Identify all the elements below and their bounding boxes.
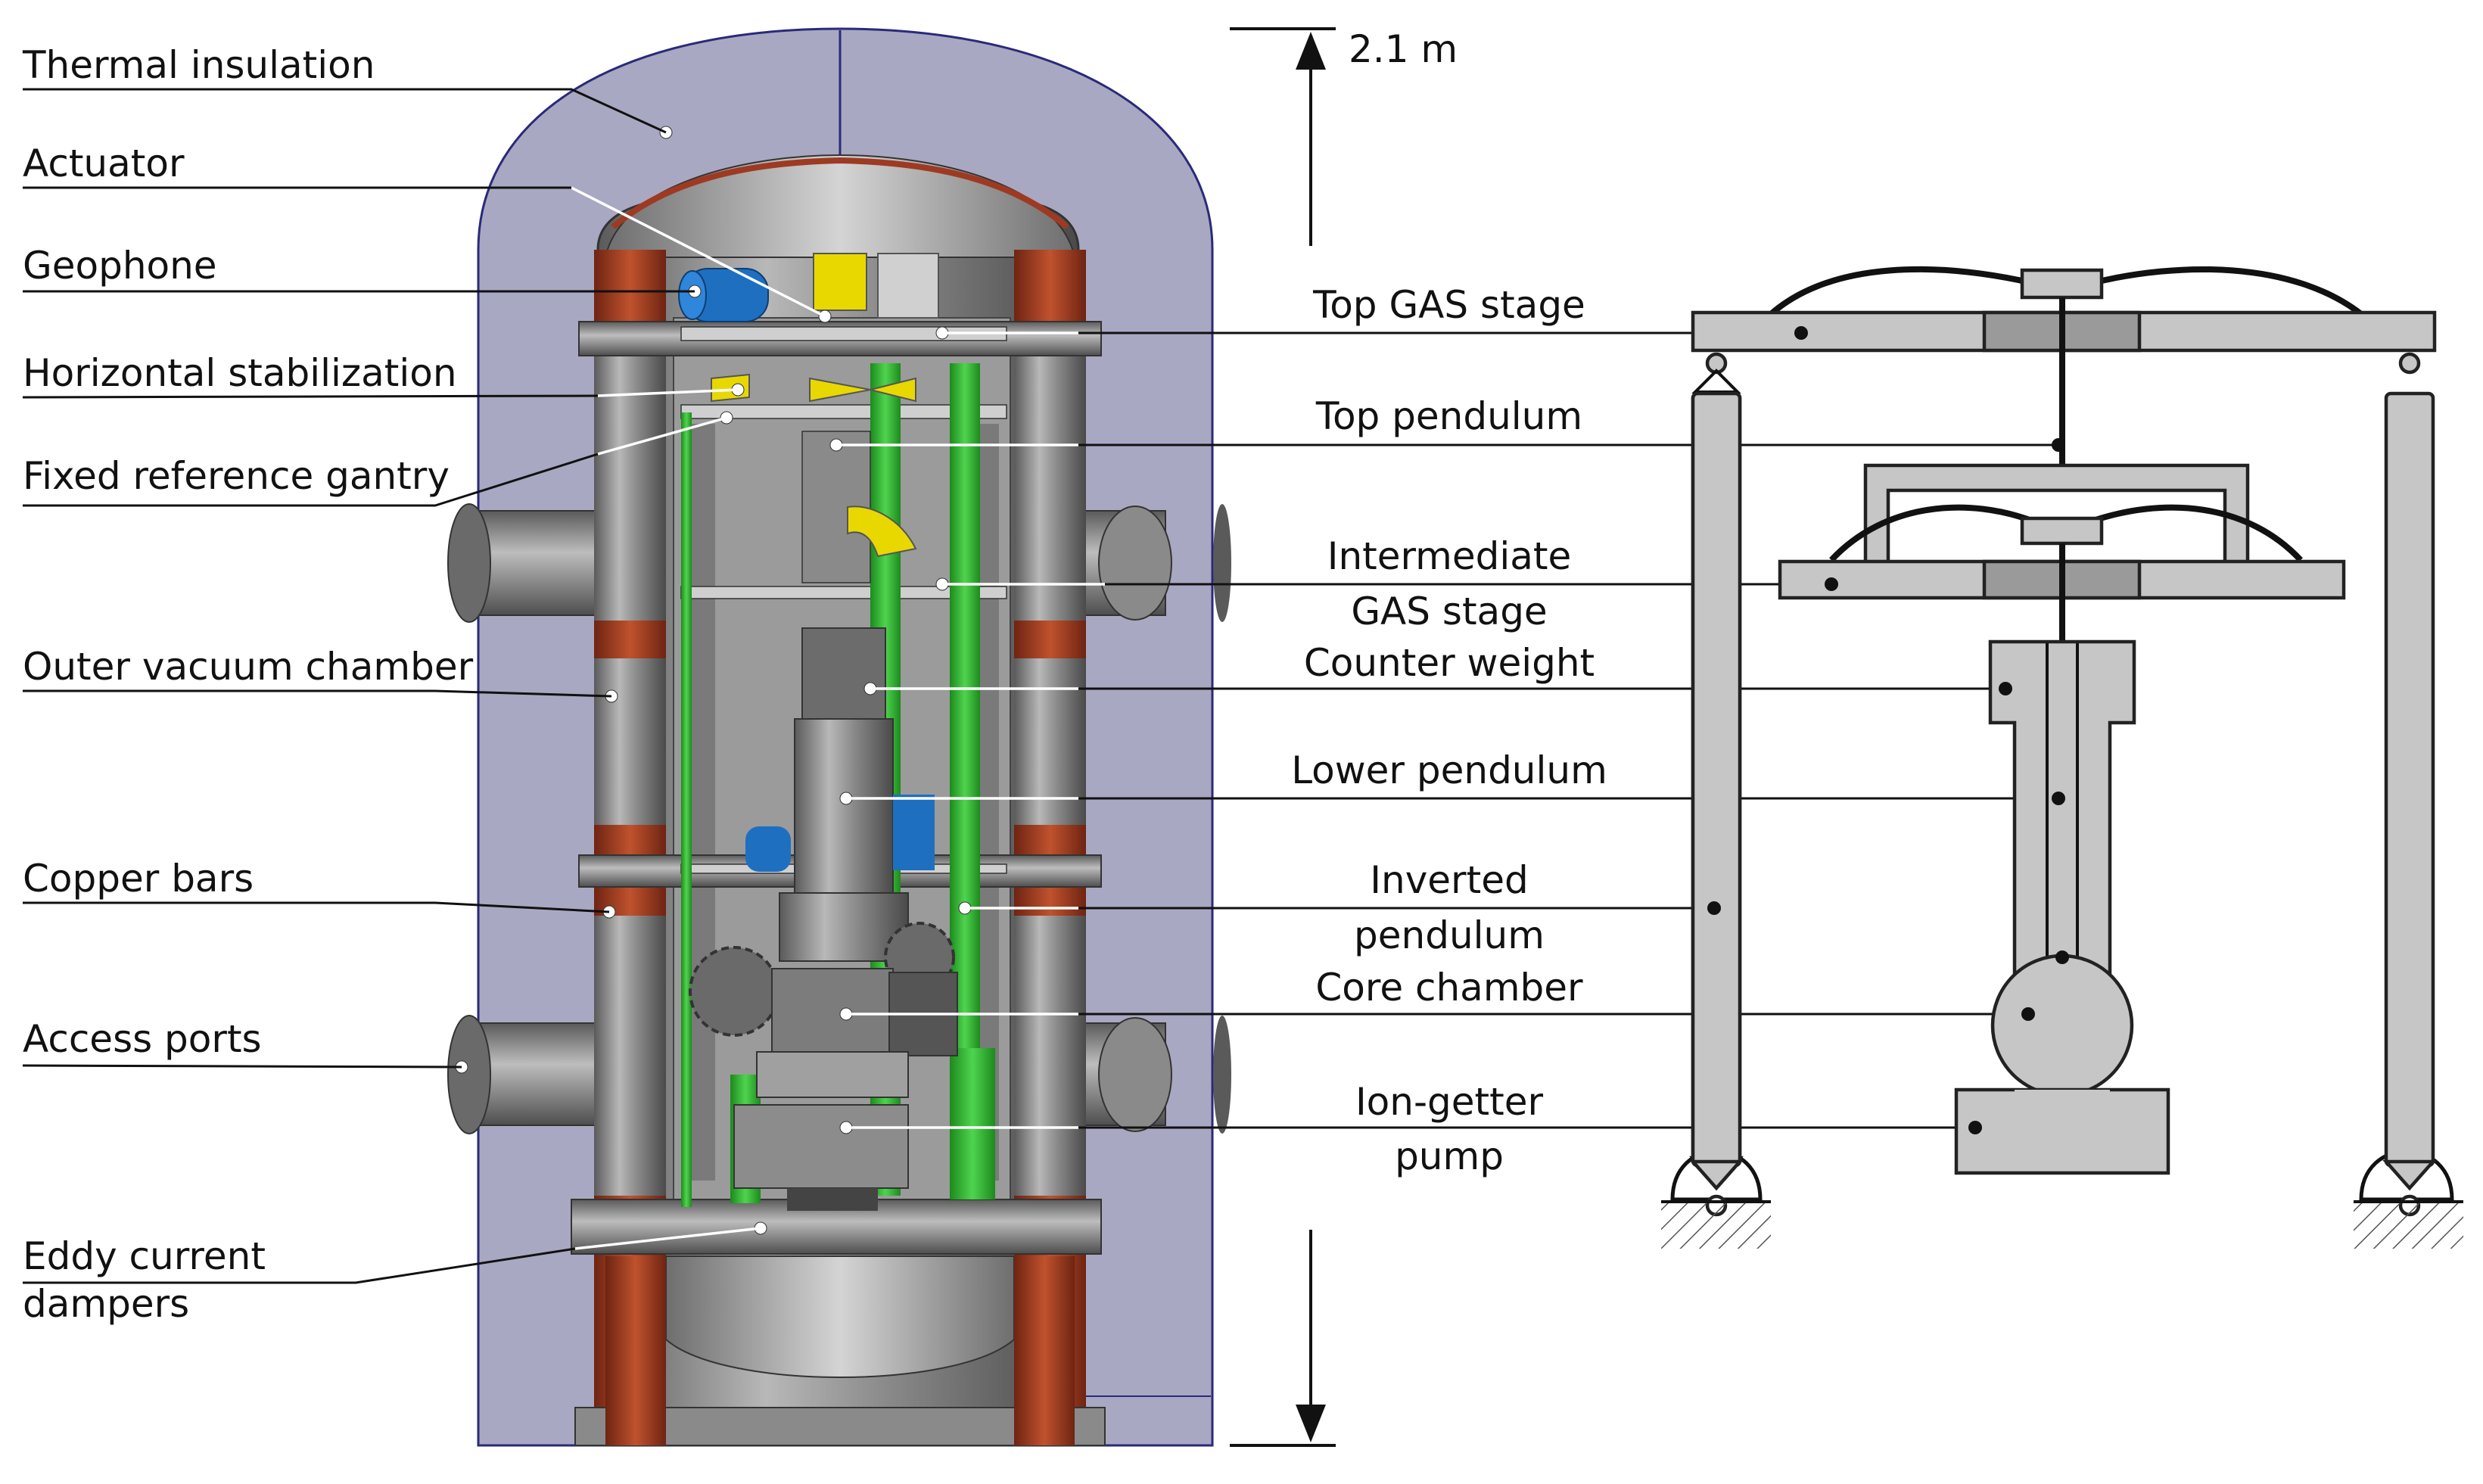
schematic-ion-getter-pump (1954, 1087, 2170, 1175)
label-outer-vacuum-chamber: Outer vacuum chamber (23, 645, 474, 689)
label-fixed-reference-gantry: Fixed reference gantry (23, 454, 450, 498)
label-access-ports: Access ports (23, 1017, 262, 1061)
label-ion-getter-1: Ion-getter (1355, 1080, 1544, 1124)
label-actuator: Actuator (23, 142, 185, 185)
dimension-label: 2.1 m (1349, 27, 1458, 71)
green-rod-left (681, 412, 692, 1207)
label-ion-getter-2: pump (1395, 1134, 1504, 1178)
label-geophone: Geophone (23, 244, 217, 288)
schematic-right-leg (2384, 391, 2435, 1168)
cad-render (447, 27, 1231, 1447)
schematic-core-chamber (1990, 954, 2134, 1097)
label-inverted-2: pendulum (1354, 913, 1545, 957)
label-eddy-current-dampers-1: Eddy current (23, 1234, 266, 1278)
label-eddy-current-dampers-2: dampers (23, 1282, 189, 1326)
left-access-port-upper (447, 503, 621, 623)
label-intermediate-2: GAS stage (1351, 590, 1547, 633)
label-top-pendulum: Top pendulum (1315, 394, 1582, 438)
label-horizontal-stabilization: Horizontal stabilization (23, 351, 457, 395)
label-thermal-insulation: Thermal insulation (22, 43, 375, 87)
schematic (1661, 266, 2463, 1249)
label-core-chamber: Core chamber (1315, 966, 1583, 1010)
label-lower-pendulum: Lower pendulum (1291, 748, 1607, 792)
label-intermediate-1: Intermediate (1327, 534, 1572, 578)
label-counter-weight: Counter weight (1304, 641, 1595, 685)
actuator (813, 253, 867, 311)
counter-weight-block (801, 627, 886, 720)
center-callouts: Top GAS stage Top pendulum Intermediate … (1078, 283, 2058, 1178)
label-top-gas-stage: Top GAS stage (1312, 283, 1585, 327)
left-callouts: Thermal insulation Actuator Geophone Hor… (22, 43, 761, 1326)
label-inverted-1: Inverted (1370, 858, 1528, 902)
bottom-dome (665, 1255, 1015, 1379)
ion-getter-pump-block (733, 1104, 909, 1189)
label-copper-bars: Copper bars (23, 857, 254, 901)
height-dimension: 2.1 m (1230, 27, 1458, 1447)
central-column (794, 718, 894, 894)
schematic-counter-weight (1988, 639, 2136, 986)
